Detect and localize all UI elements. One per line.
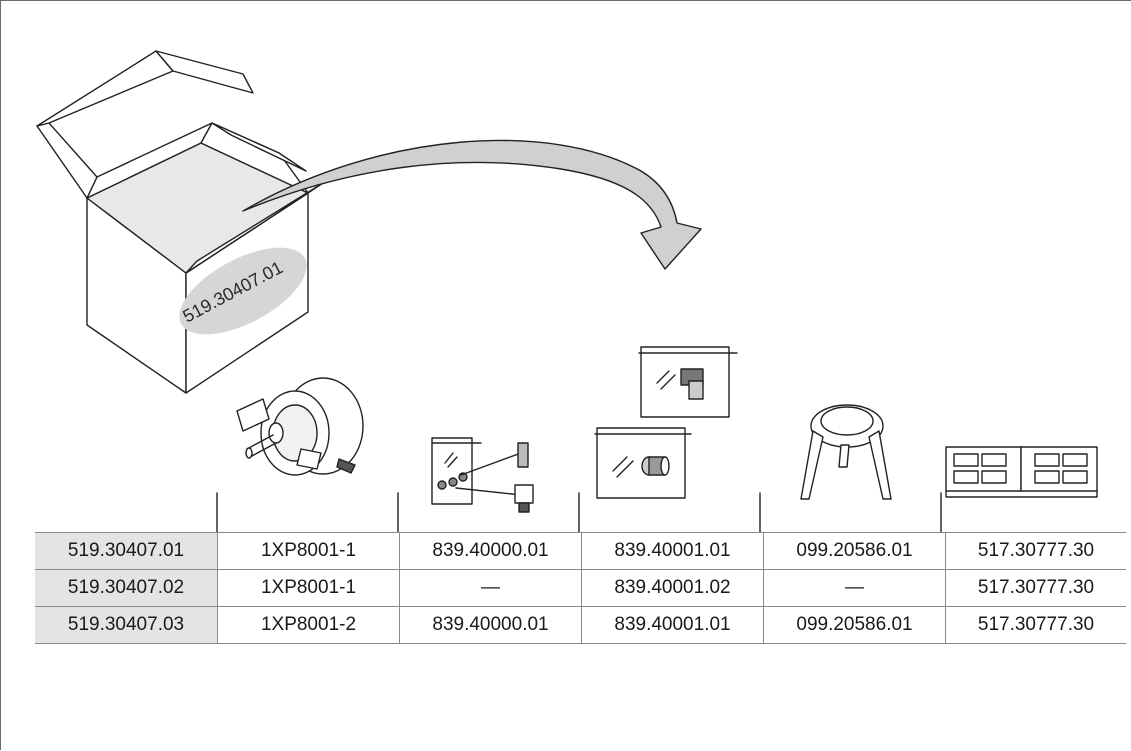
plug-bag-icon bbox=[594, 427, 692, 499]
screw-kit-cell: 839.40000.01 bbox=[399, 532, 582, 570]
stand-cell: 099.20586.01 bbox=[763, 532, 946, 570]
manual-cell: 517.30777.30 bbox=[945, 606, 1126, 644]
encoder-cell: 1XP8001-1 bbox=[217, 569, 400, 607]
connector-kit-cell: 839.40001.01 bbox=[581, 606, 764, 644]
manual-cell: 517.30777.30 bbox=[945, 532, 1126, 570]
connector-bag-icon bbox=[638, 346, 738, 418]
connector-kit-cell: 839.40001.01 bbox=[581, 532, 764, 570]
open-box-icon: 519.30407.01 bbox=[36, 50, 324, 394]
package-code-cell: 519.30407.03 bbox=[35, 606, 218, 644]
table-row: 519.30407.01 1XP8001-1 839.40000.01 839.… bbox=[35, 532, 1126, 570]
encoder-icon bbox=[236, 377, 364, 476]
stand-cell: 099.20586.01 bbox=[763, 606, 946, 644]
parts-table: 519.30407.01 1XP8001-1 839.40000.01 839.… bbox=[35, 532, 1126, 644]
encoder-cell: 1XP8001-1 bbox=[217, 532, 400, 570]
screw-kit-cell: 839.40000.01 bbox=[399, 606, 582, 644]
table-row: 519.30407.02 1XP8001-1 — 839.40001.02 — … bbox=[35, 569, 1126, 607]
manual-cell: 517.30777.30 bbox=[945, 569, 1126, 607]
screw-bag-icon bbox=[431, 437, 534, 513]
stand-cell: — bbox=[763, 569, 946, 607]
tripod-stand-icon bbox=[800, 404, 892, 500]
package-code-cell: 519.30407.01 bbox=[35, 532, 218, 570]
table-row: 519.30407.03 1XP8001-2 839.40000.01 839.… bbox=[35, 606, 1126, 644]
manual-book-icon bbox=[945, 446, 1098, 498]
curved-arrow-icon bbox=[242, 139, 702, 270]
encoder-cell: 1XP8001-2 bbox=[217, 606, 400, 644]
connector-kit-cell: 839.40001.02 bbox=[581, 569, 764, 607]
package-code-cell: 519.30407.02 bbox=[35, 569, 218, 607]
screw-kit-cell: — bbox=[399, 569, 582, 607]
